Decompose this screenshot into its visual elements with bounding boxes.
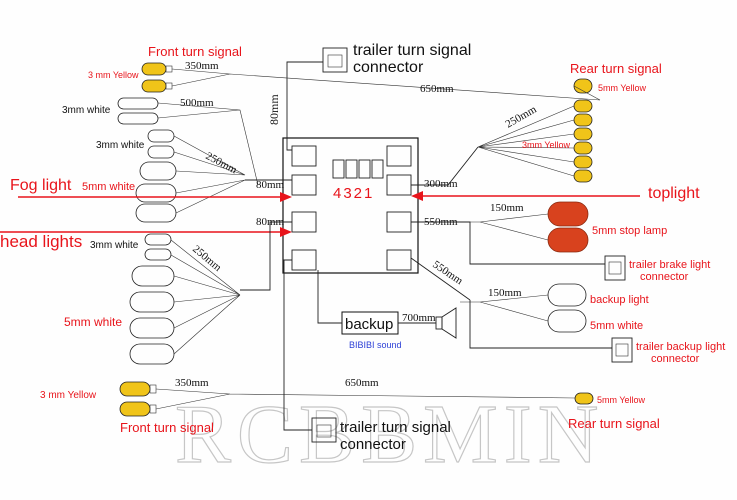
front-turn-top-label: Front turn signal <box>148 44 242 59</box>
rear-turn-bottom-label: Rear turn signal <box>568 416 660 431</box>
yellow-3mm-bottom-label: 3 mm Yellow <box>40 390 97 401</box>
rear-turn-top-label: Rear turn signal <box>570 61 662 76</box>
fog-arrow-head <box>280 192 292 202</box>
white-3mm-label-a: 3mm white <box>62 105 111 116</box>
stop-lamp-leds <box>547 201 589 253</box>
controller-box: 4321 <box>282 137 419 274</box>
socket <box>386 174 412 196</box>
rear-turn-led-bottom <box>574 392 594 405</box>
length-250-right: 250mm <box>504 103 539 130</box>
trailer-turn-bottom-label-1: trailer turn signal <box>340 419 451 436</box>
front-turn-led-top <box>141 62 173 93</box>
trailer-backup-label-2: connector <box>651 353 700 365</box>
backup-light-leds <box>547 283 587 333</box>
trailer-brake-label-1: trailer brake light <box>629 259 710 271</box>
trailer-brake-label-2: connector <box>640 271 689 283</box>
switch-digits: 4321 <box>333 185 374 202</box>
bibibi-sound-label: BIBIBI sound <box>349 340 402 350</box>
socket <box>386 211 412 233</box>
yellow-3mm-top-label: 3 mm Yellow <box>88 70 139 80</box>
trailer-turn-top-label-2: connector <box>353 59 424 76</box>
white-5mm-label-a: 5mm white <box>82 181 135 193</box>
length-700: 700mm <box>402 312 436 324</box>
length-80-top: 80mm <box>267 94 281 125</box>
white-5mm-label-c: 5mm white <box>590 320 643 332</box>
backup-label: backup <box>345 316 393 333</box>
white-3mm-label-b: 3mm white <box>96 140 145 151</box>
trailer-turn-top-label-1: trailer turn signal <box>353 42 471 59</box>
toplight-arrow-head <box>411 191 423 201</box>
head-lights-label: head lights <box>0 232 82 251</box>
socket <box>386 249 412 271</box>
length-350-bottom: 350mm <box>175 377 209 389</box>
length-80-fog: 80mm <box>256 179 285 191</box>
yellow-5mm-bottom-label: 5mm Yellow <box>597 395 646 405</box>
trailer-turn-bottom-label-2: connector <box>340 436 406 453</box>
length-350-top: 350mm <box>185 60 219 72</box>
length-500: 500mm <box>180 97 214 109</box>
white-5mm-label-b: 5mm white <box>64 315 122 329</box>
white-led-group-bottom <box>129 233 175 365</box>
length-150-backup: 150mm <box>488 287 522 299</box>
trailer-turn-connector-bottom <box>283 259 337 443</box>
socket <box>386 145 412 167</box>
trailer-backup-label-1: trailer backup light <box>636 341 725 353</box>
white-3mm-led-group <box>117 97 159 125</box>
trailer-turn-connector-top <box>286 47 348 151</box>
trailer-brake-connector <box>411 221 626 281</box>
socket <box>291 174 317 196</box>
fog-light-label: Fog light <box>10 177 72 194</box>
watermark: RCBBMIN <box>175 388 604 481</box>
length-150-stop: 150mm <box>490 202 524 214</box>
backup-buzzer <box>317 270 457 339</box>
yellow-3mm-right-label: 3mm Yellow <box>522 140 571 150</box>
length-250-low: 250mm <box>190 243 224 274</box>
backup-light-label: backup light <box>590 294 649 306</box>
white-3mm-label-c: 3mm white <box>90 240 139 251</box>
stop-lamp-label: 5mm stop lamp <box>592 225 667 237</box>
socket <box>291 145 317 167</box>
trailer-backup-connector <box>469 300 633 363</box>
toplight-label: toplight <box>648 185 700 202</box>
socket <box>291 249 317 271</box>
dip-switch <box>332 159 384 179</box>
front-turn-led-bottom <box>119 381 157 417</box>
front-turn-bottom-label: Front turn signal <box>120 420 214 435</box>
length-650-top: 650mm <box>420 83 454 95</box>
length-650-bottom: 650mm <box>345 377 379 389</box>
socket <box>291 211 317 233</box>
yellow-5mm-top-label: 5mm Yellow <box>598 83 647 93</box>
length-550-b: 550mm <box>430 259 465 288</box>
rear-turn-led-top <box>573 78 593 183</box>
length-300: 300mm <box>424 178 458 190</box>
head-arrow-head <box>280 227 292 237</box>
